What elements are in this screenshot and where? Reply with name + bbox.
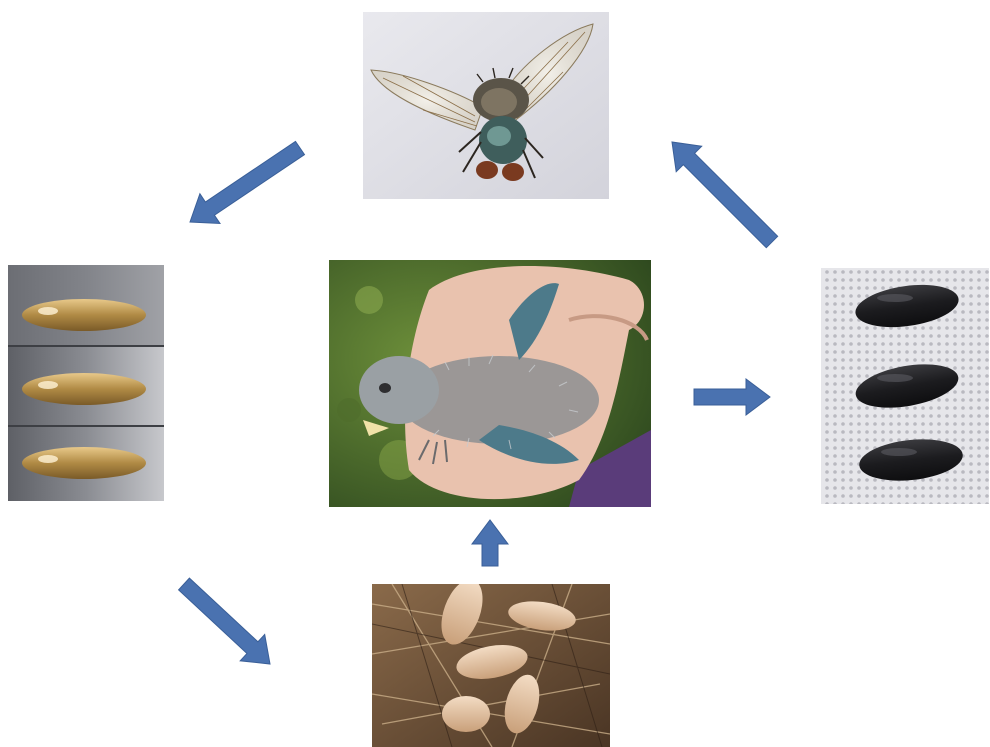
adult-fly-photo [363,12,609,199]
larvae-in-nest-photo [372,584,610,747]
pupae-photo [815,268,989,504]
arrow-host-pupae [694,379,770,415]
fly-eggs-photo [8,265,164,501]
arrow-pupae-adult [672,142,778,248]
nestling-bird-photo [329,260,651,507]
arrow-adult-eggs [190,141,305,223]
arrow-larvae-host [472,520,508,566]
arrow-eggs-larvae [179,578,270,664]
